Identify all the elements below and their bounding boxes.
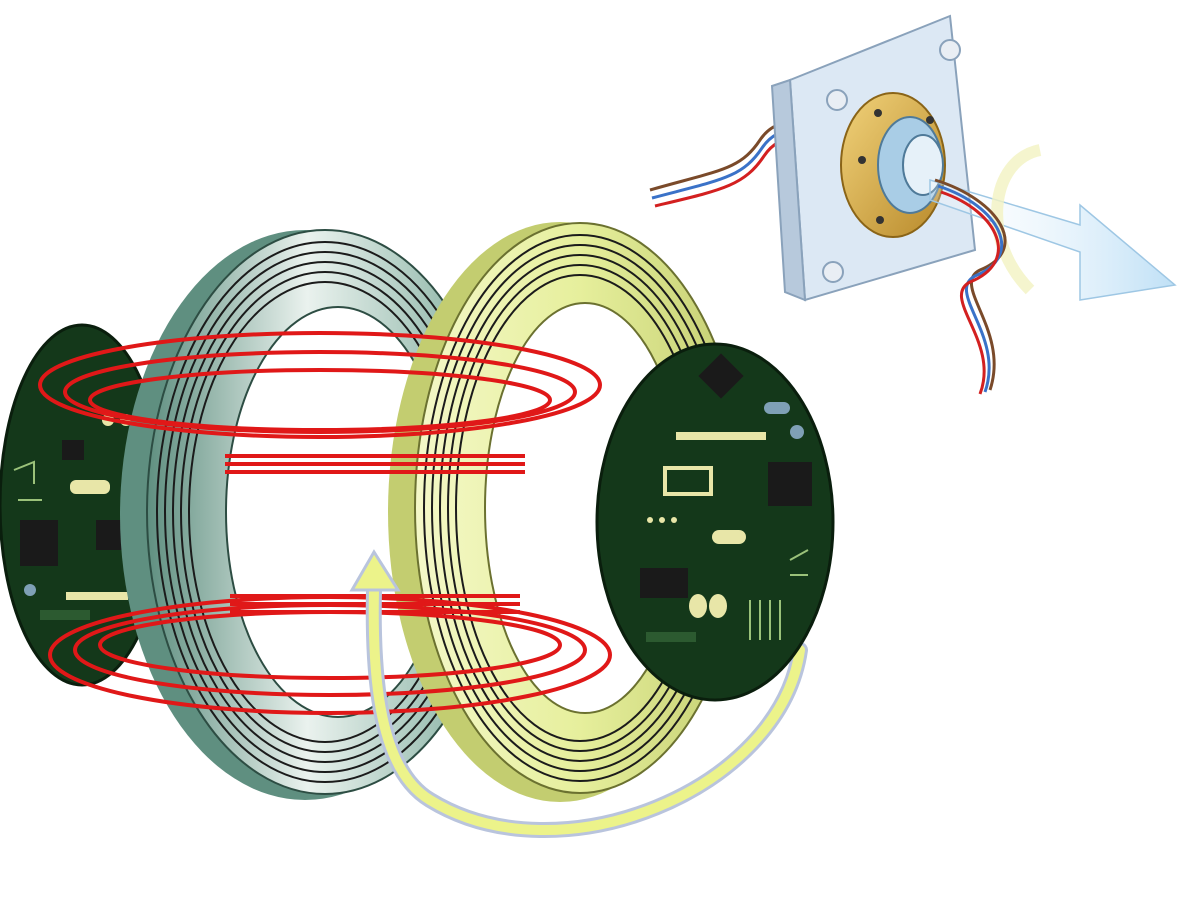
right-pcb-board	[595, 342, 835, 702]
right-wires	[934, 178, 1007, 395]
rotation-arrow-icon	[349, 549, 808, 838]
slip-ring-unit-icon	[649, 14, 1177, 395]
magnetic-field-lines	[38, 331, 612, 715]
